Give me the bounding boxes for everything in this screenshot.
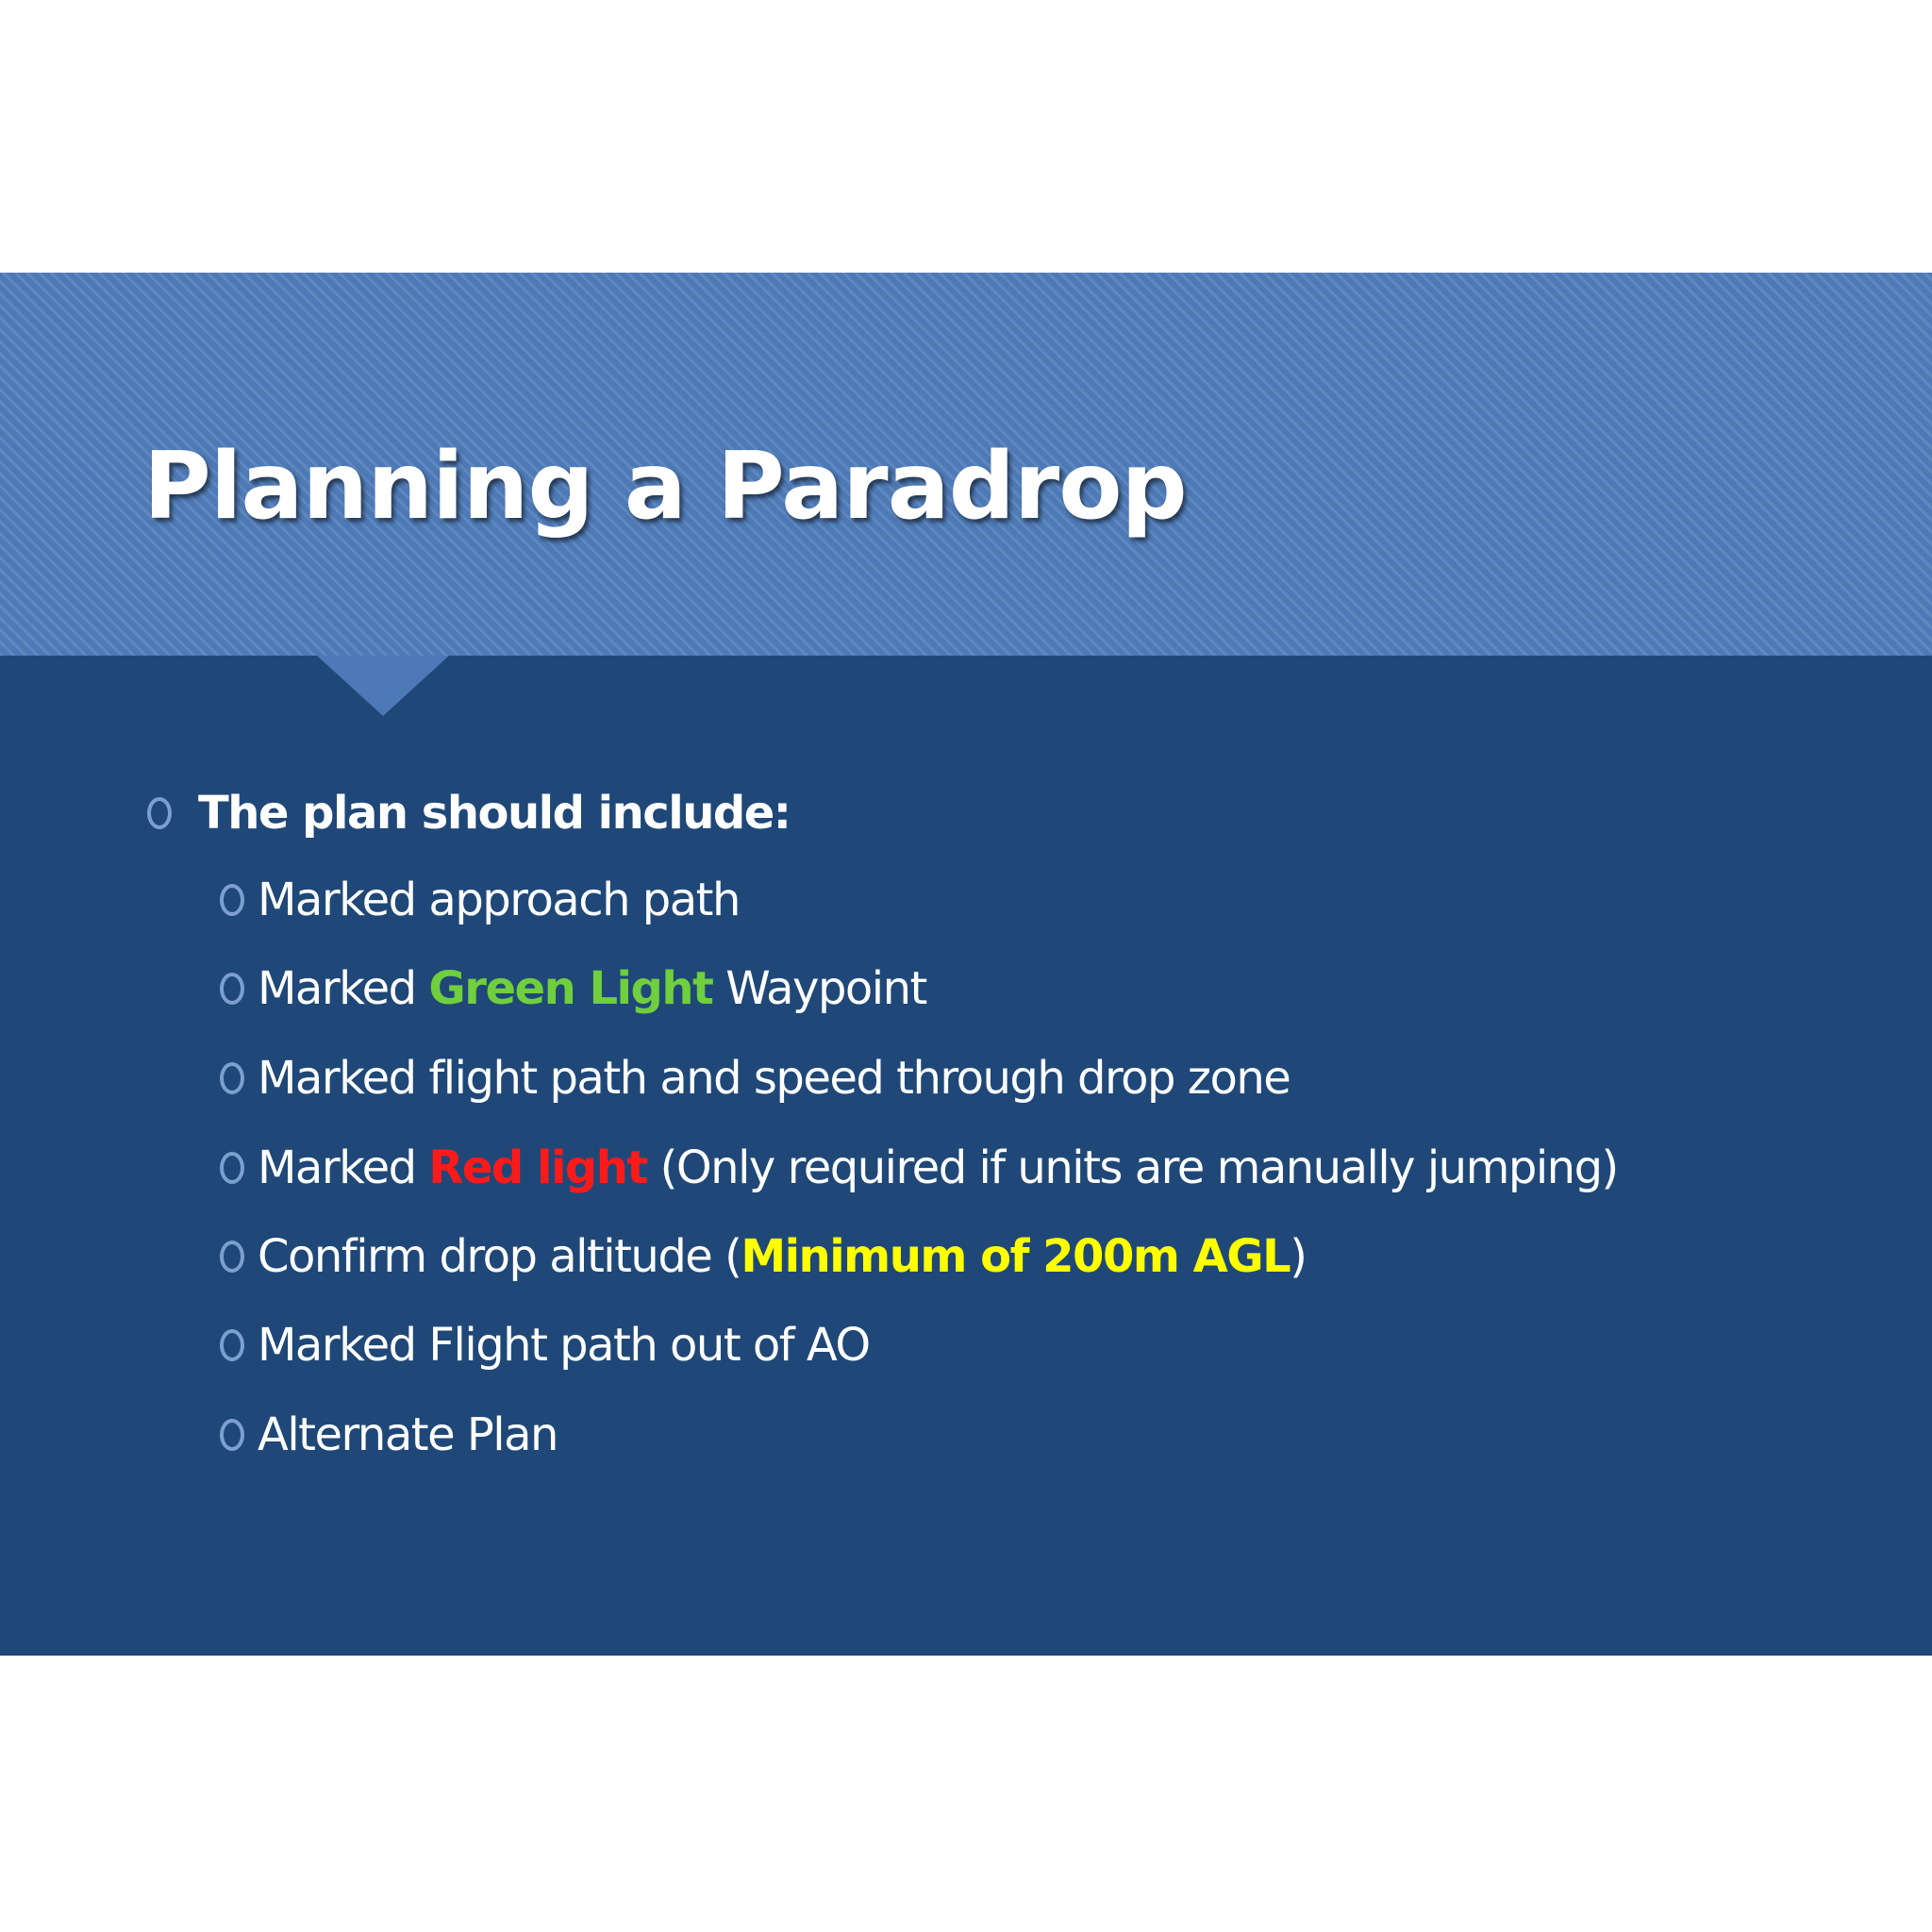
list-item: Alternate Plan xyxy=(220,1408,558,1461)
list-item-text-after: (Only required if units are manually jum… xyxy=(646,1141,1620,1194)
hollow-circle-bullet-icon xyxy=(220,1419,244,1451)
bullet-heading: The plan should include: xyxy=(147,787,791,840)
minimum-altitude-highlight: Minimum of 200m AGL xyxy=(741,1230,1291,1283)
list-item: Marked Red light (Only required if units… xyxy=(220,1141,1620,1194)
hollow-circle-bullet-icon xyxy=(220,1062,244,1094)
title-band: Planning a Paradrop xyxy=(0,273,1932,656)
bullet-heading-text: The plan should include: xyxy=(198,787,791,840)
list-item: Marked flight path and speed through dro… xyxy=(220,1052,1291,1105)
list-item: Confirm drop altitude (Minimum of 200m A… xyxy=(220,1230,1307,1283)
list-item-text: Marked Flight path out of AO xyxy=(258,1319,871,1372)
hollow-circle-bullet-icon xyxy=(220,973,244,1005)
list-item-text: Marked approach path xyxy=(258,874,741,926)
slide-title: Planning a Paradrop xyxy=(143,433,1188,541)
list-item-text-before: Marked xyxy=(258,962,429,1015)
list-item-text: Marked Red light (Only required if units… xyxy=(258,1141,1620,1194)
slide: Planning a Paradrop The plan should incl… xyxy=(0,273,1932,1656)
list-item-text-after: Waypoint xyxy=(712,962,927,1015)
hollow-circle-bullet-icon xyxy=(220,884,244,916)
title-band-notch xyxy=(317,656,449,716)
list-item-text: Marked flight path and speed through dro… xyxy=(258,1052,1291,1105)
list-item-text-after: ) xyxy=(1290,1230,1307,1283)
list-item: Marked Green Light Waypoint xyxy=(220,962,927,1015)
hollow-circle-bullet-icon xyxy=(220,1241,244,1273)
list-item-text: Marked Green Light Waypoint xyxy=(258,962,927,1015)
green-light-highlight: Green Light xyxy=(428,962,714,1015)
list-item-text-before: Confirm drop altitude ( xyxy=(258,1230,742,1283)
hollow-circle-bullet-icon xyxy=(147,797,172,829)
list-item-text: Confirm drop altitude (Minimum of 200m A… xyxy=(258,1230,1307,1283)
list-item: Marked approach path xyxy=(220,874,741,926)
list-item: Marked Flight path out of AO xyxy=(220,1319,871,1372)
hollow-circle-bullet-icon xyxy=(220,1152,244,1184)
red-light-highlight: Red light xyxy=(428,1141,648,1194)
list-item-text: Alternate Plan xyxy=(258,1408,558,1461)
list-item-text-before: Marked xyxy=(258,1141,429,1194)
hollow-circle-bullet-icon xyxy=(220,1329,244,1361)
